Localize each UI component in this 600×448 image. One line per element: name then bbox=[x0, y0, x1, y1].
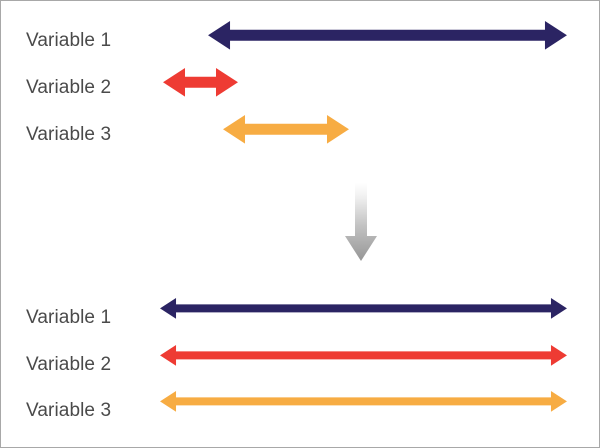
before-row-variable-3: Variable 3 bbox=[1, 115, 599, 155]
after-arrow-variable-2 bbox=[160, 345, 567, 385]
after-label-variable-3: Variable 3 bbox=[26, 400, 112, 421]
transition-down-arrow-icon bbox=[339, 183, 383, 265]
after-arrow-variable-3 bbox=[160, 391, 567, 431]
before-row-variable-1: Variable 1 bbox=[1, 21, 599, 61]
before-label-variable-3: Variable 3 bbox=[26, 124, 112, 145]
before-label-variable-1: Variable 1 bbox=[26, 30, 112, 51]
after-group: Variable 1 Variable 2 Variable 3 bbox=[1, 293, 599, 447]
before-arrow-variable-1 bbox=[208, 21, 567, 61]
after-arrow-variable-1 bbox=[160, 298, 567, 338]
before-row-variable-2: Variable 2 bbox=[1, 68, 599, 108]
before-arrow-variable-3 bbox=[223, 115, 349, 155]
before-arrow-variable-2 bbox=[163, 68, 238, 108]
before-label-variable-2: Variable 2 bbox=[26, 77, 112, 98]
after-row-variable-2: Variable 2 bbox=[1, 345, 599, 385]
after-label-variable-2: Variable 2 bbox=[26, 354, 112, 375]
before-group: Variable 1 Variable 2 Variable 3 bbox=[1, 1, 599, 171]
after-row-variable-3: Variable 3 bbox=[1, 391, 599, 431]
after-label-variable-1: Variable 1 bbox=[26, 307, 112, 328]
after-row-variable-1: Variable 1 bbox=[1, 298, 599, 338]
